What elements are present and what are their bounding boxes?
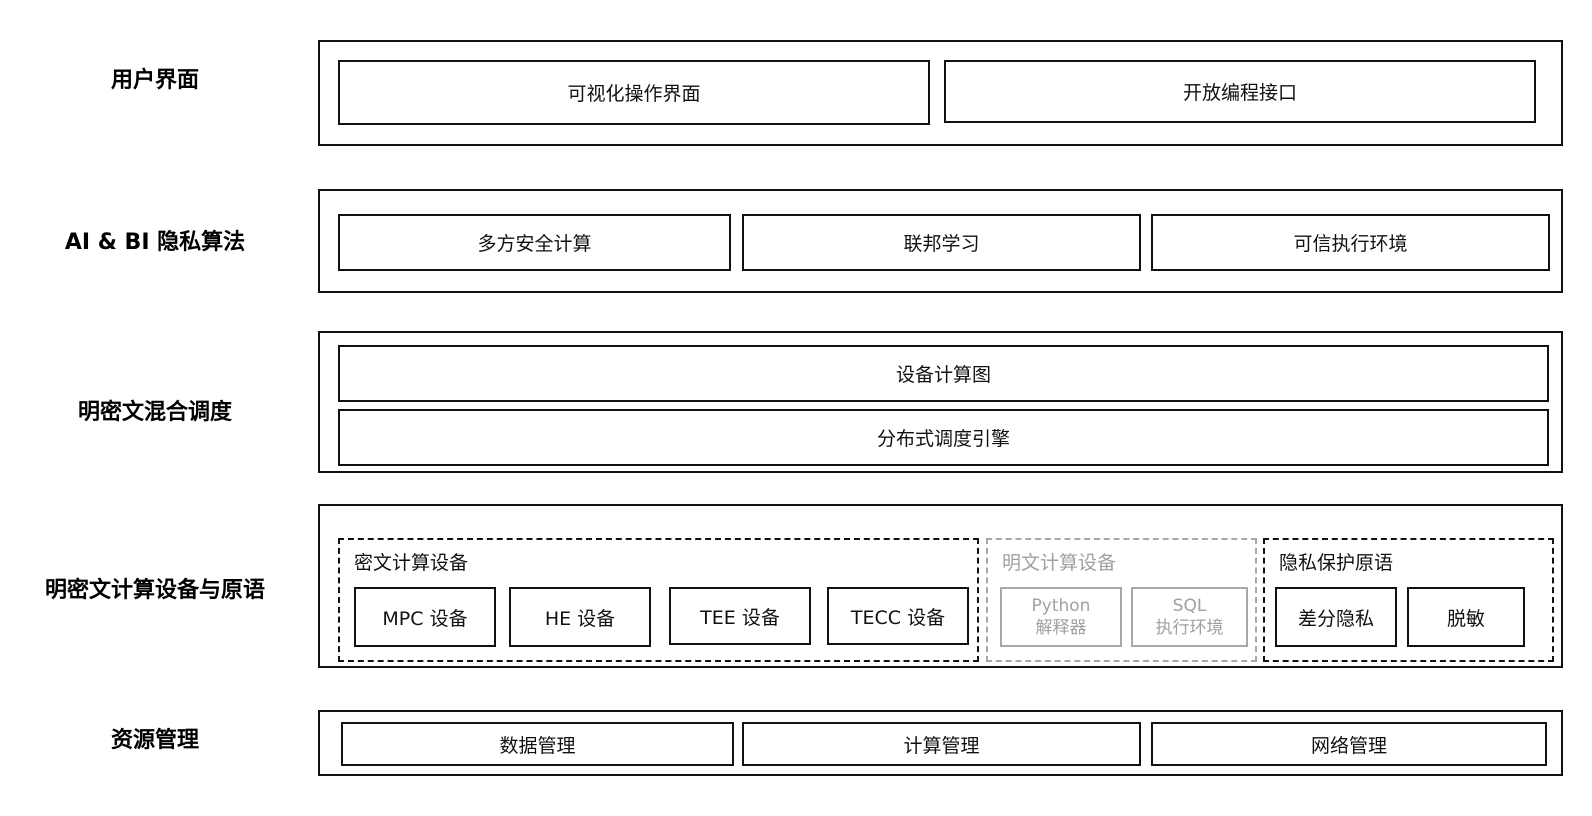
tee-device-box: TEE 设备 (669, 587, 811, 645)
desensitization-box: 脱敏 (1407, 587, 1525, 647)
mpc-device-box: MPC 设备 (354, 587, 496, 647)
python-interpreter-line1: Python (1031, 596, 1091, 616)
layer-label-resource-management: 资源管理 (110, 728, 199, 753)
layer-compute-devices: 密文计算设备 MPC 设备 HE 设备 TEE 设备 TECC 设备 明文计算设… (318, 504, 1563, 668)
layer-user-interface: 可视化操作界面 开放编程接口 (318, 40, 1563, 146)
cipher-compute-devices-group: 密文计算设备 MPC 设备 HE 设备 TEE 设备 TECC 设备 (338, 538, 979, 662)
sql-execution-env-box: SQL 执行环境 (1131, 587, 1248, 647)
layer-label-privacy-algorithms: AI & BI 隐私算法 (64, 230, 246, 255)
layer-privacy-algorithms: 多方安全计算 联邦学习 可信执行环境 (318, 189, 1563, 293)
plain-compute-devices-group: 明文计算设备 Python 解释器 SQL 执行环境 (986, 538, 1257, 662)
layer-label-user-interface: 用户界面 (110, 68, 199, 93)
python-interpreter-box: Python 解释器 (1000, 587, 1122, 647)
layer-label-compute-devices: 明密文计算设备与原语 (44, 578, 265, 603)
plain-group-title: 明文计算设备 (1002, 552, 1117, 574)
privacy-group-title: 隐私保护原语 (1279, 552, 1394, 574)
python-interpreter-line2: 解释器 (1035, 618, 1087, 638)
sql-execution-env-line2: 执行环境 (1155, 618, 1224, 638)
privacy-primitives-group: 隐私保护原语 差分隐私 脱敏 (1263, 538, 1554, 662)
federated-learning-box: 联邦学习 (742, 214, 1141, 271)
tecc-device-box: TECC 设备 (827, 587, 969, 645)
visual-operation-ui-box: 可视化操作界面 (338, 60, 930, 125)
differential-privacy-box: 差分隐私 (1275, 587, 1397, 647)
layer-resource-management: 数据管理 计算管理 网络管理 (318, 710, 1563, 776)
network-management-box: 网络管理 (1151, 722, 1547, 766)
sql-execution-env-line1: SQL (1172, 596, 1207, 616)
layer-hybrid-scheduling: 设备计算图 分布式调度引擎 (318, 331, 1563, 473)
data-management-box: 数据管理 (341, 722, 734, 766)
mpc-algorithm-box: 多方安全计算 (338, 214, 731, 271)
he-device-box: HE 设备 (509, 587, 651, 647)
layer-label-hybrid-scheduling: 明密文混合调度 (77, 400, 232, 425)
open-programming-interface-box: 开放编程接口 (944, 60, 1536, 123)
cipher-group-title: 密文计算设备 (354, 552, 469, 574)
compute-management-box: 计算管理 (742, 722, 1141, 766)
device-compute-graph-box: 设备计算图 (338, 345, 1549, 402)
distributed-scheduling-engine-box: 分布式调度引擎 (338, 409, 1549, 466)
trusted-execution-env-box: 可信执行环境 (1151, 214, 1550, 271)
